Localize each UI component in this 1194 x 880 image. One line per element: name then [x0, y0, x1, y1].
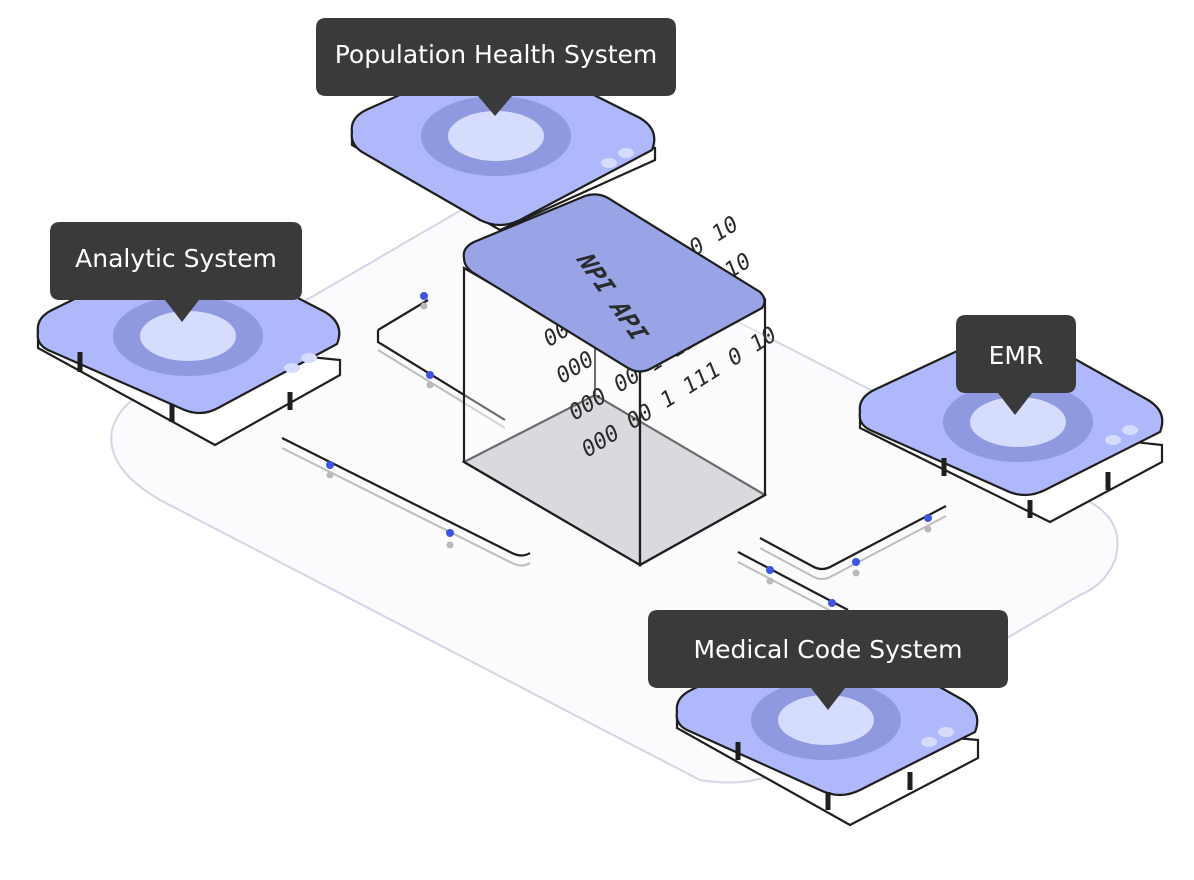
- callout-label: Medical Code System: [694, 635, 963, 664]
- callout-analytic: Analytic System: [50, 222, 302, 322]
- device-population-health: [350, 58, 657, 232]
- connector-analytic-lower: [281, 437, 531, 557]
- callout-label: Population Health System: [335, 40, 658, 69]
- connector-emr: [759, 505, 947, 571]
- callout-population-health: Population Health System: [316, 18, 676, 116]
- callout-emr: EMR: [956, 315, 1076, 415]
- callout-label: EMR: [989, 341, 1044, 370]
- npi-api-hub: 000 00 1 111 0 10 000 00 1 111 0 10 000 …: [461, 193, 779, 567]
- callout-label: Analytic System: [75, 244, 277, 273]
- connector-analytic-upper: [376, 299, 506, 421]
- device-emr: [858, 336, 1164, 524]
- connector-dots: [326, 292, 932, 618]
- callout-medical-code: Medical Code System: [648, 610, 1008, 710]
